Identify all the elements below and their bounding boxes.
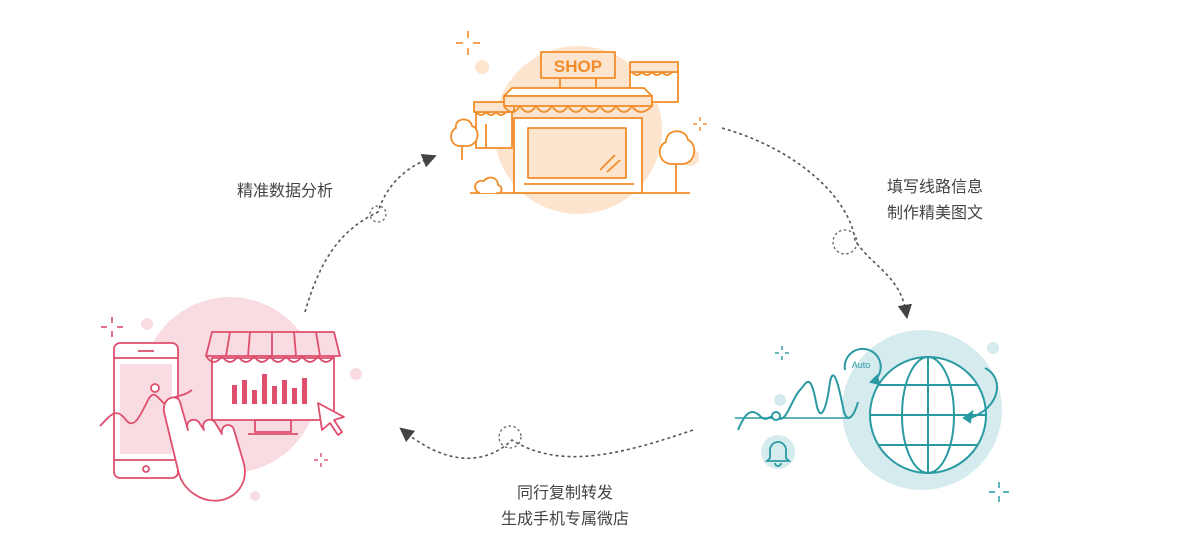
label-publish-line2: 制作精美图文 <box>887 203 984 222</box>
analyze-illustration <box>99 297 362 502</box>
connector-analyze-to-shop <box>304 153 437 313</box>
sparkle-icon <box>456 31 480 55</box>
globe-illustration: Auto <box>735 330 1009 502</box>
connector-loops <box>369 205 858 449</box>
cursor-icon <box>317 402 345 436</box>
label-distribute: 同行复制转发 生成手机专属微店 <box>490 480 640 532</box>
hand-icon <box>163 396 246 502</box>
sparkle-icon <box>989 482 1009 502</box>
connector-globe-to-analyze <box>399 427 694 460</box>
label-distribute-line2: 生成手机专属微店 <box>500 509 629 528</box>
label-analyze: 精准数据分析 <box>237 178 333 204</box>
bar-chart-icon <box>232 374 307 404</box>
shop-sign-text: SHOP <box>554 57 602 76</box>
sparkle-icon <box>693 117 707 131</box>
shop-illustration: SHOP <box>450 31 707 214</box>
label-distribute-line1: 同行复制转发 <box>516 483 613 502</box>
shop-sign <box>540 51 616 79</box>
sparkle-icon <box>775 346 789 360</box>
label-publish: 填写线路信息 制作精美图文 <box>887 174 983 226</box>
auto-badge-text: Auto <box>852 360 871 370</box>
label-publish-line1: 填写线路信息 <box>887 177 984 196</box>
label-analyze-line1: 精准数据分析 <box>237 181 334 200</box>
sparkle-icon <box>314 453 328 467</box>
connector-shop-to-globe <box>721 127 912 320</box>
bell-bg <box>761 435 795 469</box>
bell-icon <box>764 441 792 467</box>
sparkle-icon <box>101 317 123 337</box>
